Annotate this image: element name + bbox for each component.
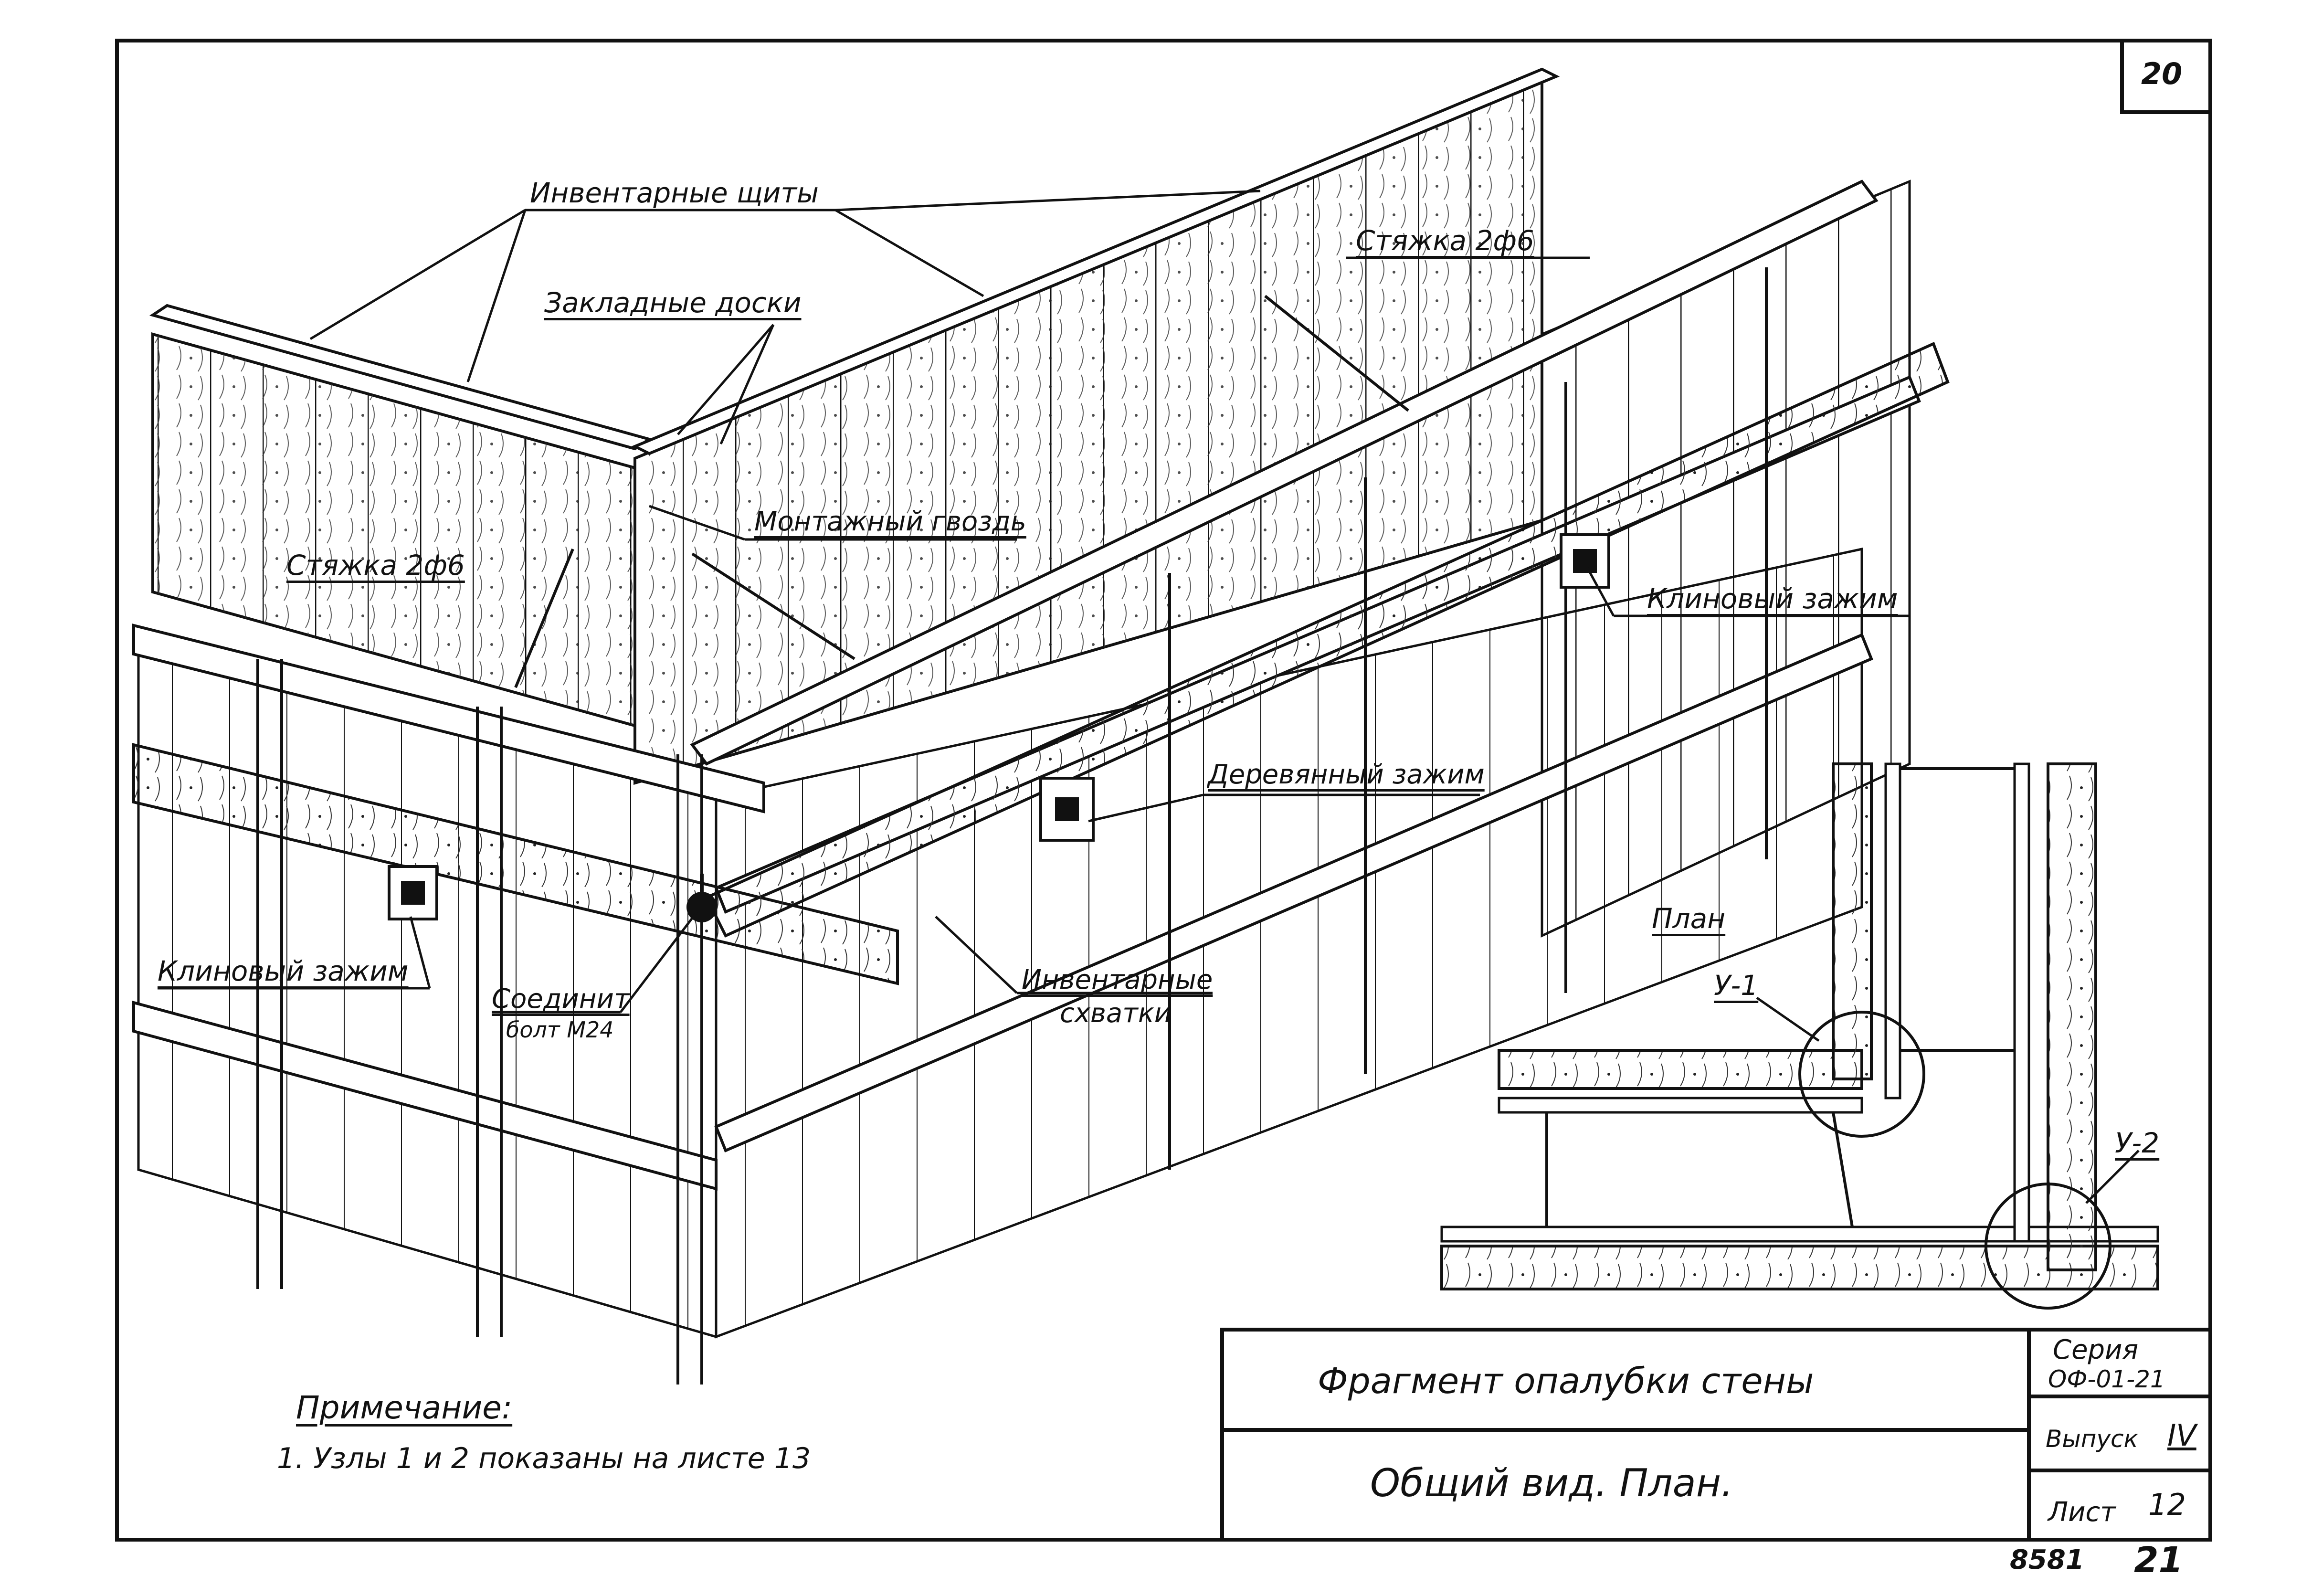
label-tie-left: Стяжка 2ф6 <box>286 549 465 581</box>
plan-node-2-circle <box>1985 1183 2111 1310</box>
archive-number: 8581 <box>2010 1544 2084 1575</box>
vertical-posts <box>256 267 1768 1385</box>
title-top: Фрагмент опалубки стены <box>1318 1361 1814 1402</box>
label-mounting-nail: Монтажный гвоздь <box>754 506 1026 537</box>
label-wedge-clamp-left: Клиновый зажим <box>158 955 409 987</box>
plan-view <box>1440 762 2159 1310</box>
note-item-1: 1. Узлы 1 и 2 показаны на листе 13 <box>277 1442 811 1475</box>
title-bottom: Общий вид. План. <box>1370 1461 1733 1505</box>
sheet-value: 12 <box>2148 1487 2186 1522</box>
wedge-clamp-right <box>1560 533 1610 589</box>
wooden-clamp <box>1039 777 1095 842</box>
left-wall-panels <box>149 304 653 728</box>
label-connecting-bolt-2: болт М24 <box>506 1017 614 1043</box>
sheet-number: 20 <box>2141 56 2183 91</box>
page-number: 21 <box>2134 1540 2183 1581</box>
label-embedded-boards: Закладные доски <box>544 286 802 319</box>
leader-lines <box>158 190 1910 1014</box>
plan-node-1-circle <box>1798 1011 1925 1138</box>
title-block <box>1220 1328 2212 1542</box>
plan-node-2-label: У-2 <box>2115 1127 2160 1159</box>
label-inventory-clamps-1: Инвентарные <box>1022 964 1213 995</box>
label-connecting-bolt-1: Соединит <box>492 983 630 1015</box>
plan-title: План <box>1652 902 1726 935</box>
label-tie-top: Стяжка 2ф6 <box>1356 224 1534 257</box>
series-value: ОФ-01-21 <box>2048 1365 2165 1393</box>
series-label: Серия <box>2053 1334 2139 1365</box>
label-wooden-clamp: Деревянный зажим <box>1208 759 1485 790</box>
sheet-frame <box>115 39 2212 1542</box>
tie-rods <box>514 295 1409 688</box>
sheet-number-box <box>2120 39 2212 114</box>
note-title: Примечание: <box>296 1389 513 1426</box>
timber-board <box>132 341 1950 985</box>
back-wall-panels <box>631 67 1560 785</box>
label-inventory-panels: Инвентарные щиты <box>530 177 819 209</box>
label-inventory-clamps-2: схватки <box>1060 998 1172 1029</box>
plan-node-1-label: У-1 <box>1714 969 1759 1002</box>
wedge-clamp-left <box>388 865 438 920</box>
label-wedge-clamp-right: Клиновый зажим <box>1647 582 1898 615</box>
sheet-label: Лист <box>2048 1497 2116 1528</box>
issue-value: IV <box>2167 1418 2196 1453</box>
issue-label: Выпуск <box>2046 1425 2138 1453</box>
